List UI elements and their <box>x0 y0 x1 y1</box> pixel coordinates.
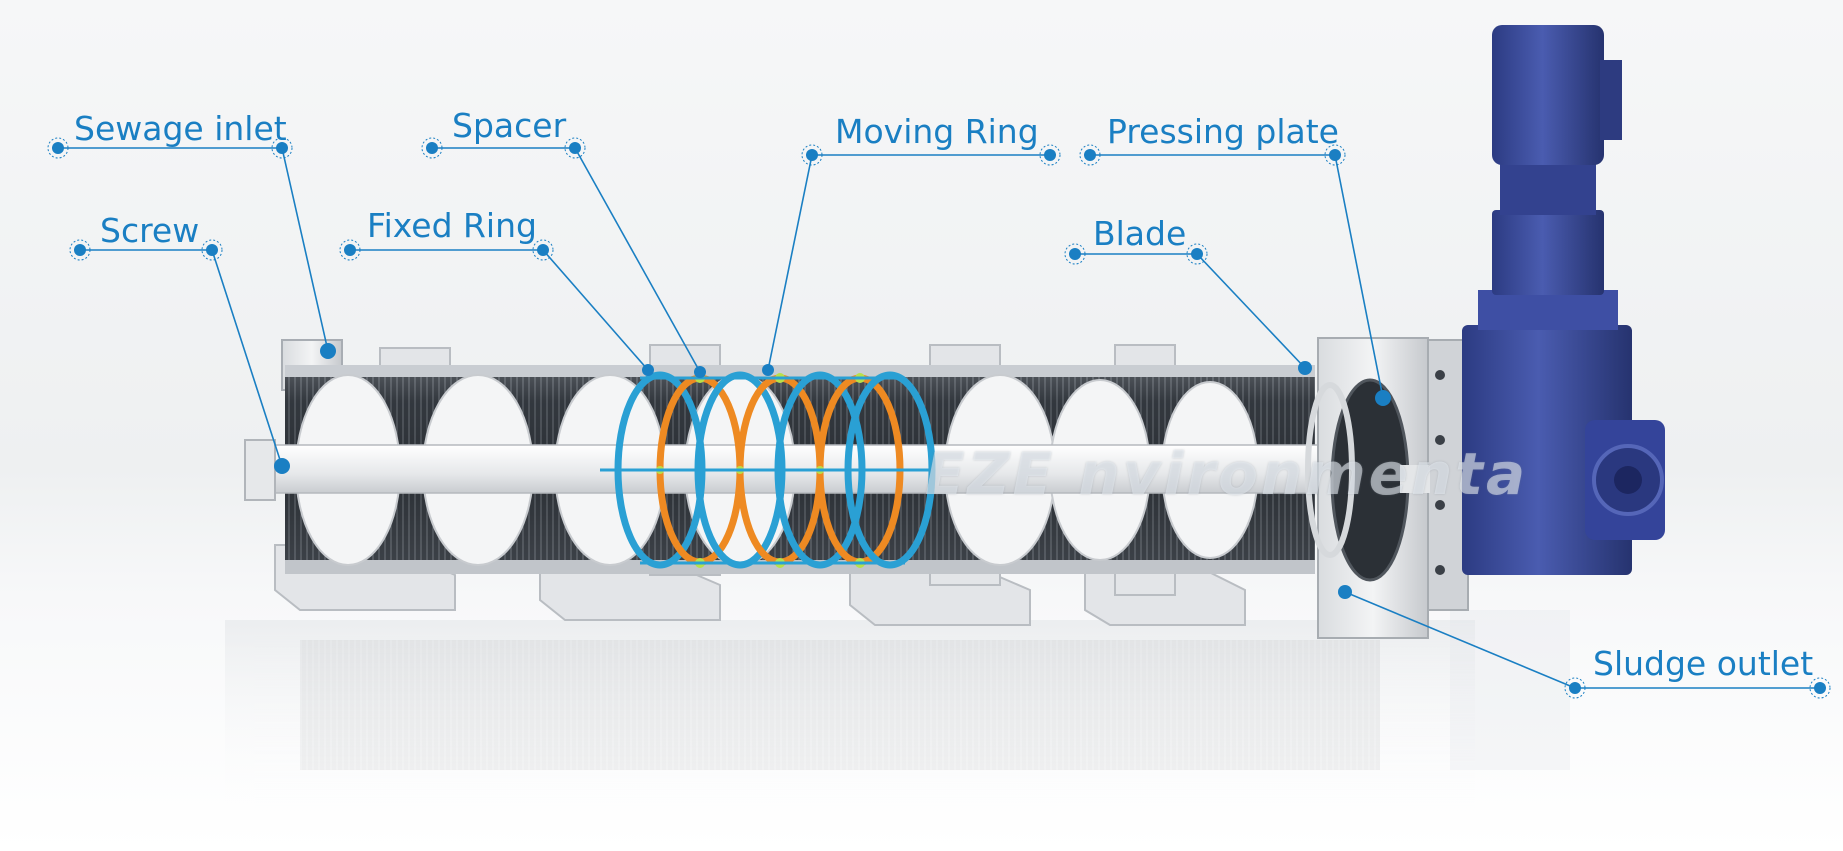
tie-rods <box>600 376 930 565</box>
watermark: EZE nvironmenta <box>925 440 1529 508</box>
label-screw: Screw <box>100 211 200 250</box>
label-fixed-ring: Fixed Ring <box>367 206 537 245</box>
label-pressing-plate: Pressing plate <box>1107 112 1339 151</box>
label-blade: Blade <box>1093 214 1187 253</box>
label-dots <box>47 137 1831 699</box>
label-sewage-inlet: Sewage inlet <box>74 109 287 148</box>
drive-motor <box>1462 25 1665 575</box>
label-sludge-outlet: Sludge outlet <box>1593 644 1814 683</box>
label-moving-ring: Moving Ring <box>835 112 1039 151</box>
floor-reflection <box>225 610 1570 820</box>
discharge-housing <box>1305 337 1469 639</box>
label-spacer: Spacer <box>452 106 567 145</box>
leader-lines <box>58 147 1820 689</box>
